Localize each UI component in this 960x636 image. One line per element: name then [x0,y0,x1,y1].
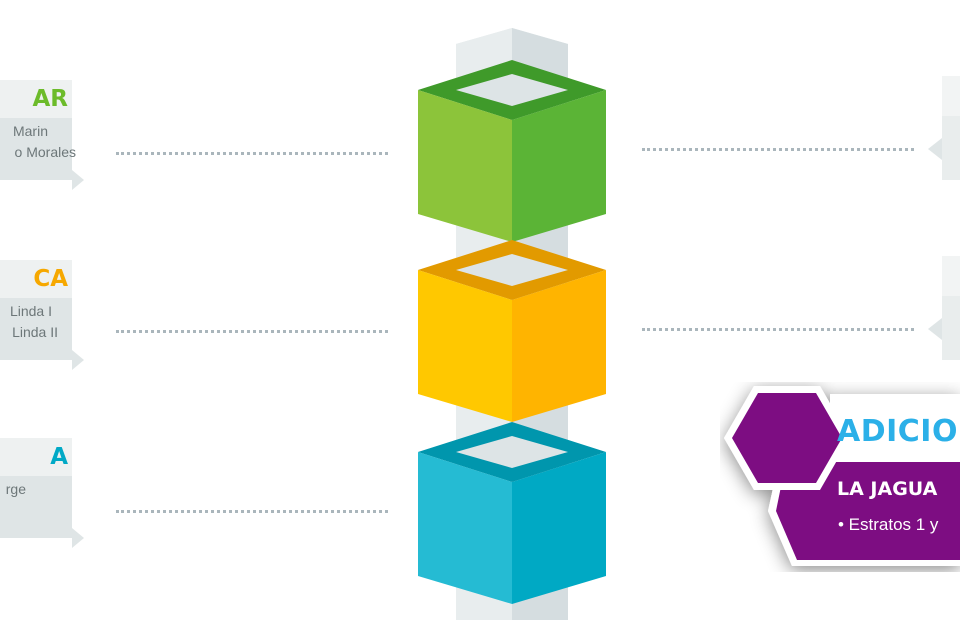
green-cube [418,60,606,242]
card-heading: CA [33,266,68,292]
card-line: rge [5,481,26,497]
banner-title: ADICIO [837,414,958,449]
left-card-yellow: CA Linda I Linda II [0,260,84,370]
card-line: Marin [12,123,48,139]
card-line: o Morales [14,144,76,160]
left-card-green: AR Marin o Morales [0,80,84,190]
card-heading: AR [32,86,68,112]
left-card-cyan: A rge [0,438,84,548]
connector-left-1 [116,152,388,155]
card-line: Linda II [12,324,58,340]
connector-right-1 [642,148,914,151]
banner-subtitle: LA JAGUA [837,478,938,500]
connector-left-3 [116,510,388,513]
card-line: Linda I [9,303,52,319]
connector-left-2 [116,330,388,333]
banner-shapes [724,386,960,566]
card-arrow [928,138,942,160]
banner-bullet: • Estratos 1 y [838,515,939,534]
card-arrow [72,528,84,548]
card-heading: A [50,444,68,470]
card-arrow [72,350,84,370]
promo-banner: ADICIO LA JAGUA • Estratos 1 y [720,382,960,572]
card-arrow [928,318,942,340]
card-arrow [72,170,84,190]
right-card-1 [928,76,960,180]
connector-right-2 [642,328,914,331]
yellow-cube [418,240,606,422]
cyan-cube [418,422,606,604]
right-card-2 [928,256,960,360]
